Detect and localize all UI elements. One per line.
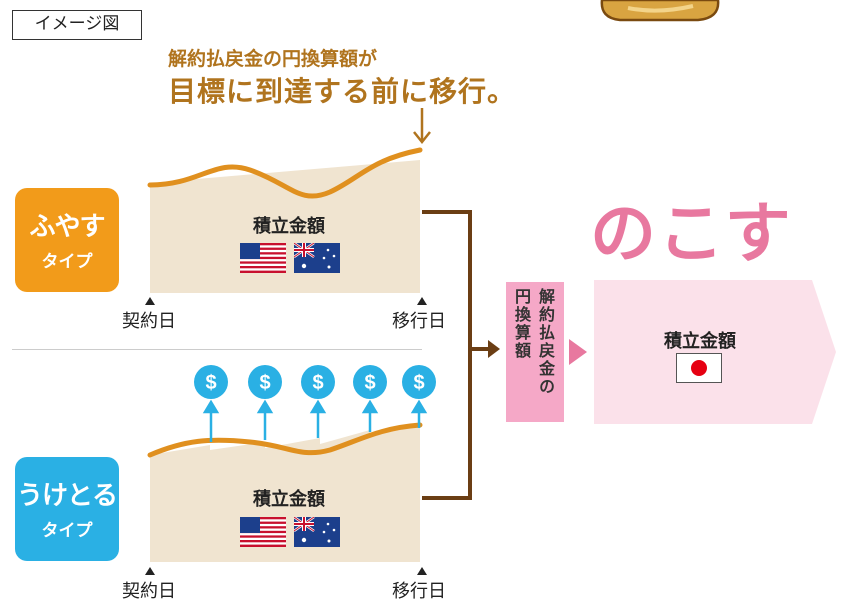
japan-fund-label: 積立金額	[664, 331, 736, 352]
fuyasu-value-curve	[147, 147, 423, 199]
conversion-text-col1: 解約払戻金の	[536, 288, 555, 396]
fuyasu-transition-day: 移行日	[392, 311, 446, 332]
dollar-coin-icon: $	[352, 364, 388, 404]
connector-arrow-icon	[488, 340, 500, 358]
uketoru-badge-title: うけとる	[16, 481, 118, 511]
us-flag-icon	[240, 517, 286, 547]
uketoru-end-marker	[417, 567, 427, 575]
nokosu-panel	[594, 280, 836, 424]
uketoru-badge-subtitle: タイプ	[41, 521, 93, 541]
fuyasu-end-marker	[417, 297, 427, 305]
down-arrow-icon	[413, 108, 431, 145]
svg-text:$: $	[259, 372, 270, 394]
uketoru-contract-day: 契約日	[122, 581, 176, 602]
callout-line1: 解約払戻金の円換算額が	[168, 48, 378, 70]
us-flag-icon	[240, 243, 286, 273]
conversion-box	[506, 282, 564, 422]
conversion-text-col2: 円換算額	[512, 288, 531, 360]
svg-text:$: $	[413, 372, 424, 394]
image-label: イメージ図	[12, 10, 142, 40]
mascot-icon	[600, 0, 720, 22]
fuyasu-badge-title: ふやす	[29, 212, 105, 242]
dollar-coin-icon: $	[300, 364, 336, 404]
dollar-coin-icon: $	[193, 364, 229, 404]
callout-line2: 目標に到達する前に移行。	[168, 75, 517, 108]
fuyasu-badge-subtitle: タイプ	[41, 252, 93, 272]
svg-text:$: $	[364, 372, 375, 394]
pink-arrow-icon	[569, 339, 587, 365]
uketoru-value-curve	[147, 422, 423, 458]
nokosu-title: のこす	[590, 195, 793, 272]
fuyasu-start-marker	[145, 297, 155, 305]
fuyasu-contract-day: 契約日	[122, 311, 176, 332]
japan-flag-icon	[676, 353, 722, 383]
australia-flag-icon	[294, 517, 340, 547]
uketoru-fund-label: 積立金額	[253, 489, 325, 510]
dollar-coin-icon: $	[401, 364, 437, 404]
svg-text:$: $	[205, 372, 216, 394]
uketoru-start-marker	[145, 567, 155, 575]
connector-bracket	[422, 210, 472, 500]
uketoru-chart-area	[150, 426, 420, 562]
fuyasu-type-badge: ふやす タイプ	[15, 188, 119, 292]
fuyasu-fund-label: 積立金額	[253, 216, 325, 237]
uketoru-transition-day: 移行日	[392, 581, 446, 602]
svg-text:$: $	[312, 372, 323, 394]
dollar-coin-icon: $	[247, 364, 283, 404]
fuyasu-chart-area	[150, 160, 420, 293]
uketoru-type-badge: うけとる タイプ	[15, 457, 119, 561]
section-divider	[12, 349, 422, 350]
australia-flag-icon	[294, 243, 340, 273]
